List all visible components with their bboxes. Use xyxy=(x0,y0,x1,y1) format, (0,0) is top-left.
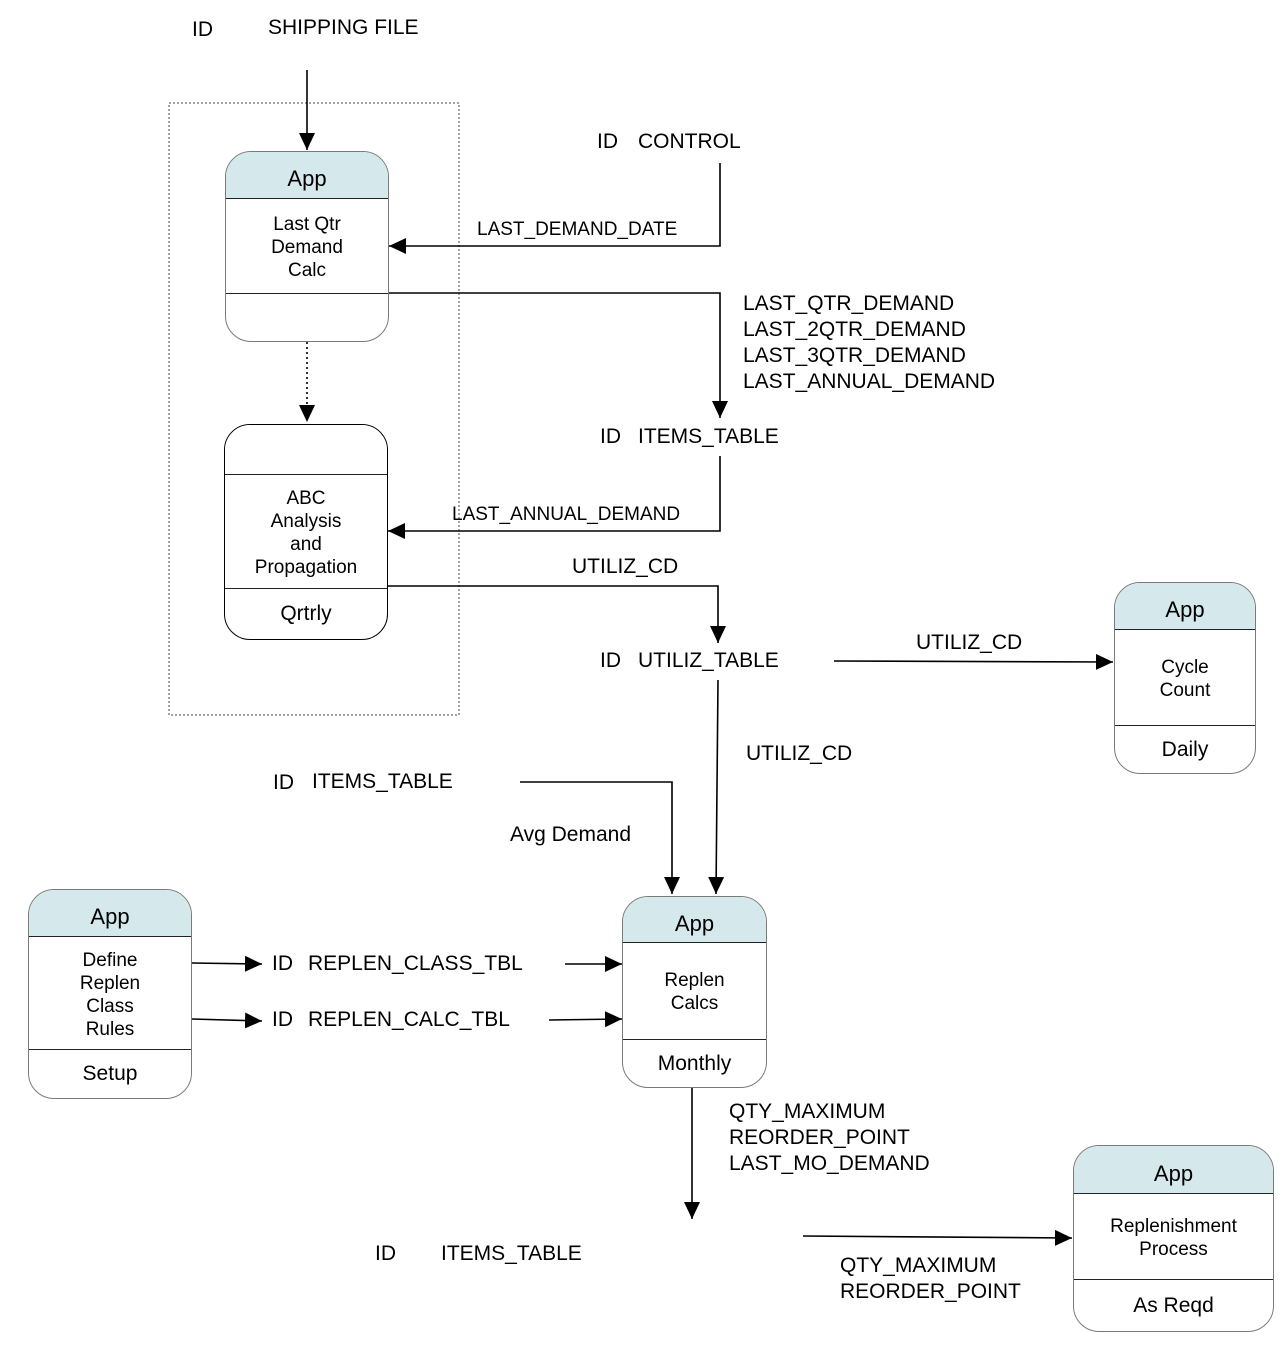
flow-lastqtr-to-items xyxy=(389,292,728,418)
flow-calctbl-to-replen xyxy=(548,1011,623,1028)
process-header: App xyxy=(29,890,191,937)
process-header: App xyxy=(1115,583,1255,630)
flow-label-last-demand-date: LAST_DEMAND_DATE xyxy=(477,219,678,240)
flow-items-to-abc xyxy=(388,456,721,539)
process-frequency: As Reqd xyxy=(1074,1279,1273,1331)
process-replenishment-process: App Replenishment Process As Reqd xyxy=(1073,1145,1274,1332)
store-items-table-2-id: ID xyxy=(273,771,294,794)
flow-label-utiliz-cd-3: UTILIZ_CD xyxy=(746,742,853,765)
process-frequency: Setup xyxy=(29,1049,191,1098)
flow-abc-to-utiliz xyxy=(388,585,726,643)
flow-label-qtr-demands: LAST_QTR_DEMAND LAST_2QTR_DEMAND LAST_3Q… xyxy=(743,292,996,393)
flow-label-utiliz-cd-2: UTILIZ_CD xyxy=(916,631,1023,654)
store-replen-calc-id: ID xyxy=(272,1008,293,1031)
group-boundary xyxy=(168,102,460,716)
flow-define-to-classtbl xyxy=(191,955,263,972)
process-name: Last Qtr Demand Calc xyxy=(271,213,343,281)
process-header: App xyxy=(623,897,766,943)
process-name: ABC Analysis and Propagation xyxy=(254,487,358,578)
flow-utiliz-to-cyclecount xyxy=(833,653,1114,670)
flow-utiliz-to-replen xyxy=(708,679,725,895)
process-frequency xyxy=(226,293,388,341)
process-header xyxy=(225,425,387,475)
store-shipping-file-name: SHIPPING FILE xyxy=(268,16,419,39)
process-last-qtr-demand-calc: App Last Qtr Demand Calc xyxy=(225,151,389,342)
store-utiliz-table-name: UTILIZ_TABLE xyxy=(638,649,779,672)
process-define-replen-class-rules: App Define Replen Class Rules Setup xyxy=(28,889,192,1099)
flow-label-last-annual-demand: LAST_ANNUAL_DEMAND xyxy=(452,504,681,525)
process-replen-calcs: App Replen Calcs Monthly xyxy=(622,896,767,1088)
store-items-table-1-id: ID xyxy=(600,425,621,448)
flow-label-replen-process-inputs: QTY_MAXIMUM REORDER_POINT xyxy=(840,1254,1021,1303)
flow-items-to-replenishment xyxy=(802,1229,1073,1246)
flow-label-replen-outputs: QTY_MAXIMUM REORDER_POINT LAST_MO_DEMAND xyxy=(729,1100,930,1175)
store-replen-class-id: ID xyxy=(272,952,293,975)
process-name: Replenishment Process xyxy=(1110,1216,1237,1260)
process-name: Replen Calcs xyxy=(664,970,725,1014)
store-shipping-file: ID xyxy=(192,19,213,40)
store-items-table-3-id: ID xyxy=(375,1242,396,1265)
store-items-table-2-name: ITEMS_TABLE xyxy=(312,770,453,793)
store-items-table-1-name: ITEMS_TABLE xyxy=(638,425,779,448)
store-utiliz-table-id: ID xyxy=(600,649,621,672)
process-abc-analysis: ABC Analysis and Propagation Qrtrly xyxy=(224,424,388,640)
flow-define-to-calctbl xyxy=(191,1012,263,1029)
flow-label-avg-demand: Avg Demand xyxy=(510,823,632,846)
process-frequency: Qrtrly xyxy=(225,588,387,639)
store-control-id: ID xyxy=(597,130,618,153)
store-items-table-3-name: ITEMS_TABLE xyxy=(441,1242,582,1265)
process-name: Define Replen Class Rules xyxy=(79,949,141,1040)
process-frequency: Daily xyxy=(1115,725,1255,773)
process-cycle-count: App Cycle Count Daily xyxy=(1114,582,1256,774)
flow-items-to-replen xyxy=(520,781,680,894)
flow-control-to-lastqtr xyxy=(389,163,721,254)
store-replen-class-name: REPLEN_CLASS_TBL xyxy=(308,952,523,975)
store-replen-calc-name: REPLEN_CALC_TBL xyxy=(308,1008,510,1031)
flow-label-utiliz-cd-1: UTILIZ_CD xyxy=(572,555,679,578)
store-id: ID xyxy=(192,18,213,41)
process-frequency: Monthly xyxy=(623,1039,766,1087)
store-control-name: CONTROL xyxy=(638,130,741,153)
process-header: App xyxy=(1074,1146,1273,1194)
process-header: App xyxy=(226,152,388,199)
process-name: Cycle Count xyxy=(1159,657,1211,701)
